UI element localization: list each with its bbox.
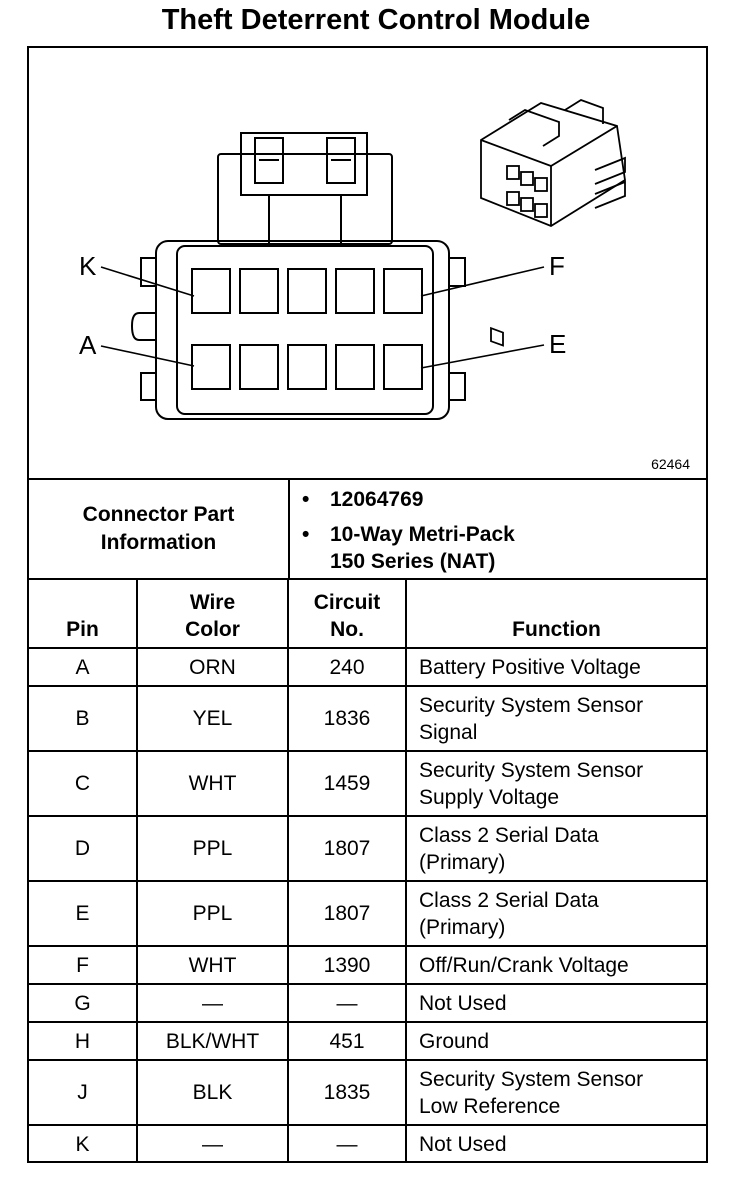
pin-label-e: E	[549, 329, 566, 359]
pin-label-k: K	[79, 251, 97, 281]
cell-function: Off/Run/Crank Voltage	[405, 945, 706, 985]
cell-circuit: 1807	[287, 880, 407, 947]
cell-pin: C	[29, 750, 138, 817]
table-row: H BLK/WHT 451 Ground	[29, 1021, 706, 1061]
cell-pin: J	[29, 1059, 138, 1126]
cell-circuit: —	[287, 1124, 407, 1163]
figure-id: 62464	[651, 456, 690, 472]
cell-function: Ground	[405, 1021, 706, 1061]
table-row: K — — Not Used	[29, 1124, 706, 1163]
connector-info-label-line2: Information	[100, 531, 217, 554]
cavity-row-bottom	[191, 344, 423, 390]
connector-isometric-view	[480, 99, 626, 347]
table-row: A ORN 240 Battery Positive Voltage	[29, 647, 706, 687]
cell-function: Not Used	[405, 983, 706, 1023]
connector-face-drawing: K A F E	[79, 99, 626, 420]
table-row: G — — Not Used	[29, 983, 706, 1023]
cell-wire-color: —	[136, 1124, 289, 1163]
header-function: Function	[405, 580, 706, 649]
cell-circuit: 1390	[287, 945, 407, 985]
cell-circuit: 1836	[287, 685, 407, 752]
bullet-icon: •	[302, 523, 310, 546]
pin-label-a: A	[79, 330, 97, 360]
connector-info-values: • 12064769 • 10-Way Metri-Pack 150 Series …	[290, 486, 700, 575]
cell-circuit: 1835	[287, 1059, 407, 1126]
bullet-icon: •	[302, 488, 310, 511]
cell-wire-color: PPL	[136, 880, 289, 947]
cell-wire-color: YEL	[136, 685, 289, 752]
connector-latch	[217, 132, 393, 245]
connector-description-item: • 10-Way Metri-Pack 150 Series (NAT)	[290, 521, 700, 575]
cell-pin: K	[29, 1124, 138, 1163]
cell-function: Class 2 Serial Data(Primary)	[405, 880, 706, 947]
page-title: Theft Deterrent Control Module	[161, 4, 591, 36]
cell-wire-color: WHT	[136, 750, 289, 817]
part-number: 12064769	[330, 488, 424, 511]
pin-label-f: F	[549, 251, 565, 281]
cell-circuit: 451	[287, 1021, 407, 1061]
cell-pin: F	[29, 945, 138, 985]
cell-pin: D	[29, 815, 138, 882]
cell-wire-color: WHT	[136, 945, 289, 985]
cavity-row-top	[191, 268, 423, 314]
header-pin: Pin	[29, 580, 138, 649]
table-row: E PPL 1807 Class 2 Serial Data(Primary)	[29, 880, 706, 947]
cell-wire-color: BLK	[136, 1059, 289, 1126]
cell-function: Not Used	[405, 1124, 706, 1163]
cell-wire-color: PPL	[136, 815, 289, 882]
table-row: D PPL 1807 Class 2 Serial Data(Primary)	[29, 815, 706, 882]
connector-description-line2: 150 Series (NAT)	[330, 550, 496, 573]
cell-pin: E	[29, 880, 138, 947]
connector-info-label-line1: Connector Part	[82, 503, 235, 526]
cell-circuit: 1807	[287, 815, 407, 882]
cell-pin: B	[29, 685, 138, 752]
cell-wire-color: —	[136, 983, 289, 1023]
cell-pin: H	[29, 1021, 138, 1061]
cell-circuit: —	[287, 983, 407, 1023]
connector-body	[130, 240, 466, 420]
cell-wire-color: ORN	[136, 647, 289, 687]
cell-wire-color: BLK/WHT	[136, 1021, 289, 1061]
connector-part-info: Connector Part Information • 12064769 • 10…	[29, 478, 706, 580]
cell-pin: A	[29, 647, 138, 687]
pin-leader-lines	[100, 266, 545, 369]
document-frame: K A F E 62464	[27, 46, 708, 1163]
cell-function: Class 2 Serial Data(Primary)	[405, 815, 706, 882]
part-number-item: • 12064769	[290, 486, 700, 513]
connector-description-line1: 10-Way Metri-Pack	[330, 523, 515, 546]
cell-function: Battery Positive Voltage	[405, 647, 706, 687]
cell-pin: G	[29, 983, 138, 1023]
connector-diagram: K A F E 62464	[29, 48, 706, 478]
table-row: F WHT 1390 Off/Run/Crank Voltage	[29, 945, 706, 985]
connector-info-label: Connector Part Information	[29, 480, 290, 578]
cell-circuit: 1459	[287, 750, 407, 817]
cell-circuit: 240	[287, 647, 407, 687]
